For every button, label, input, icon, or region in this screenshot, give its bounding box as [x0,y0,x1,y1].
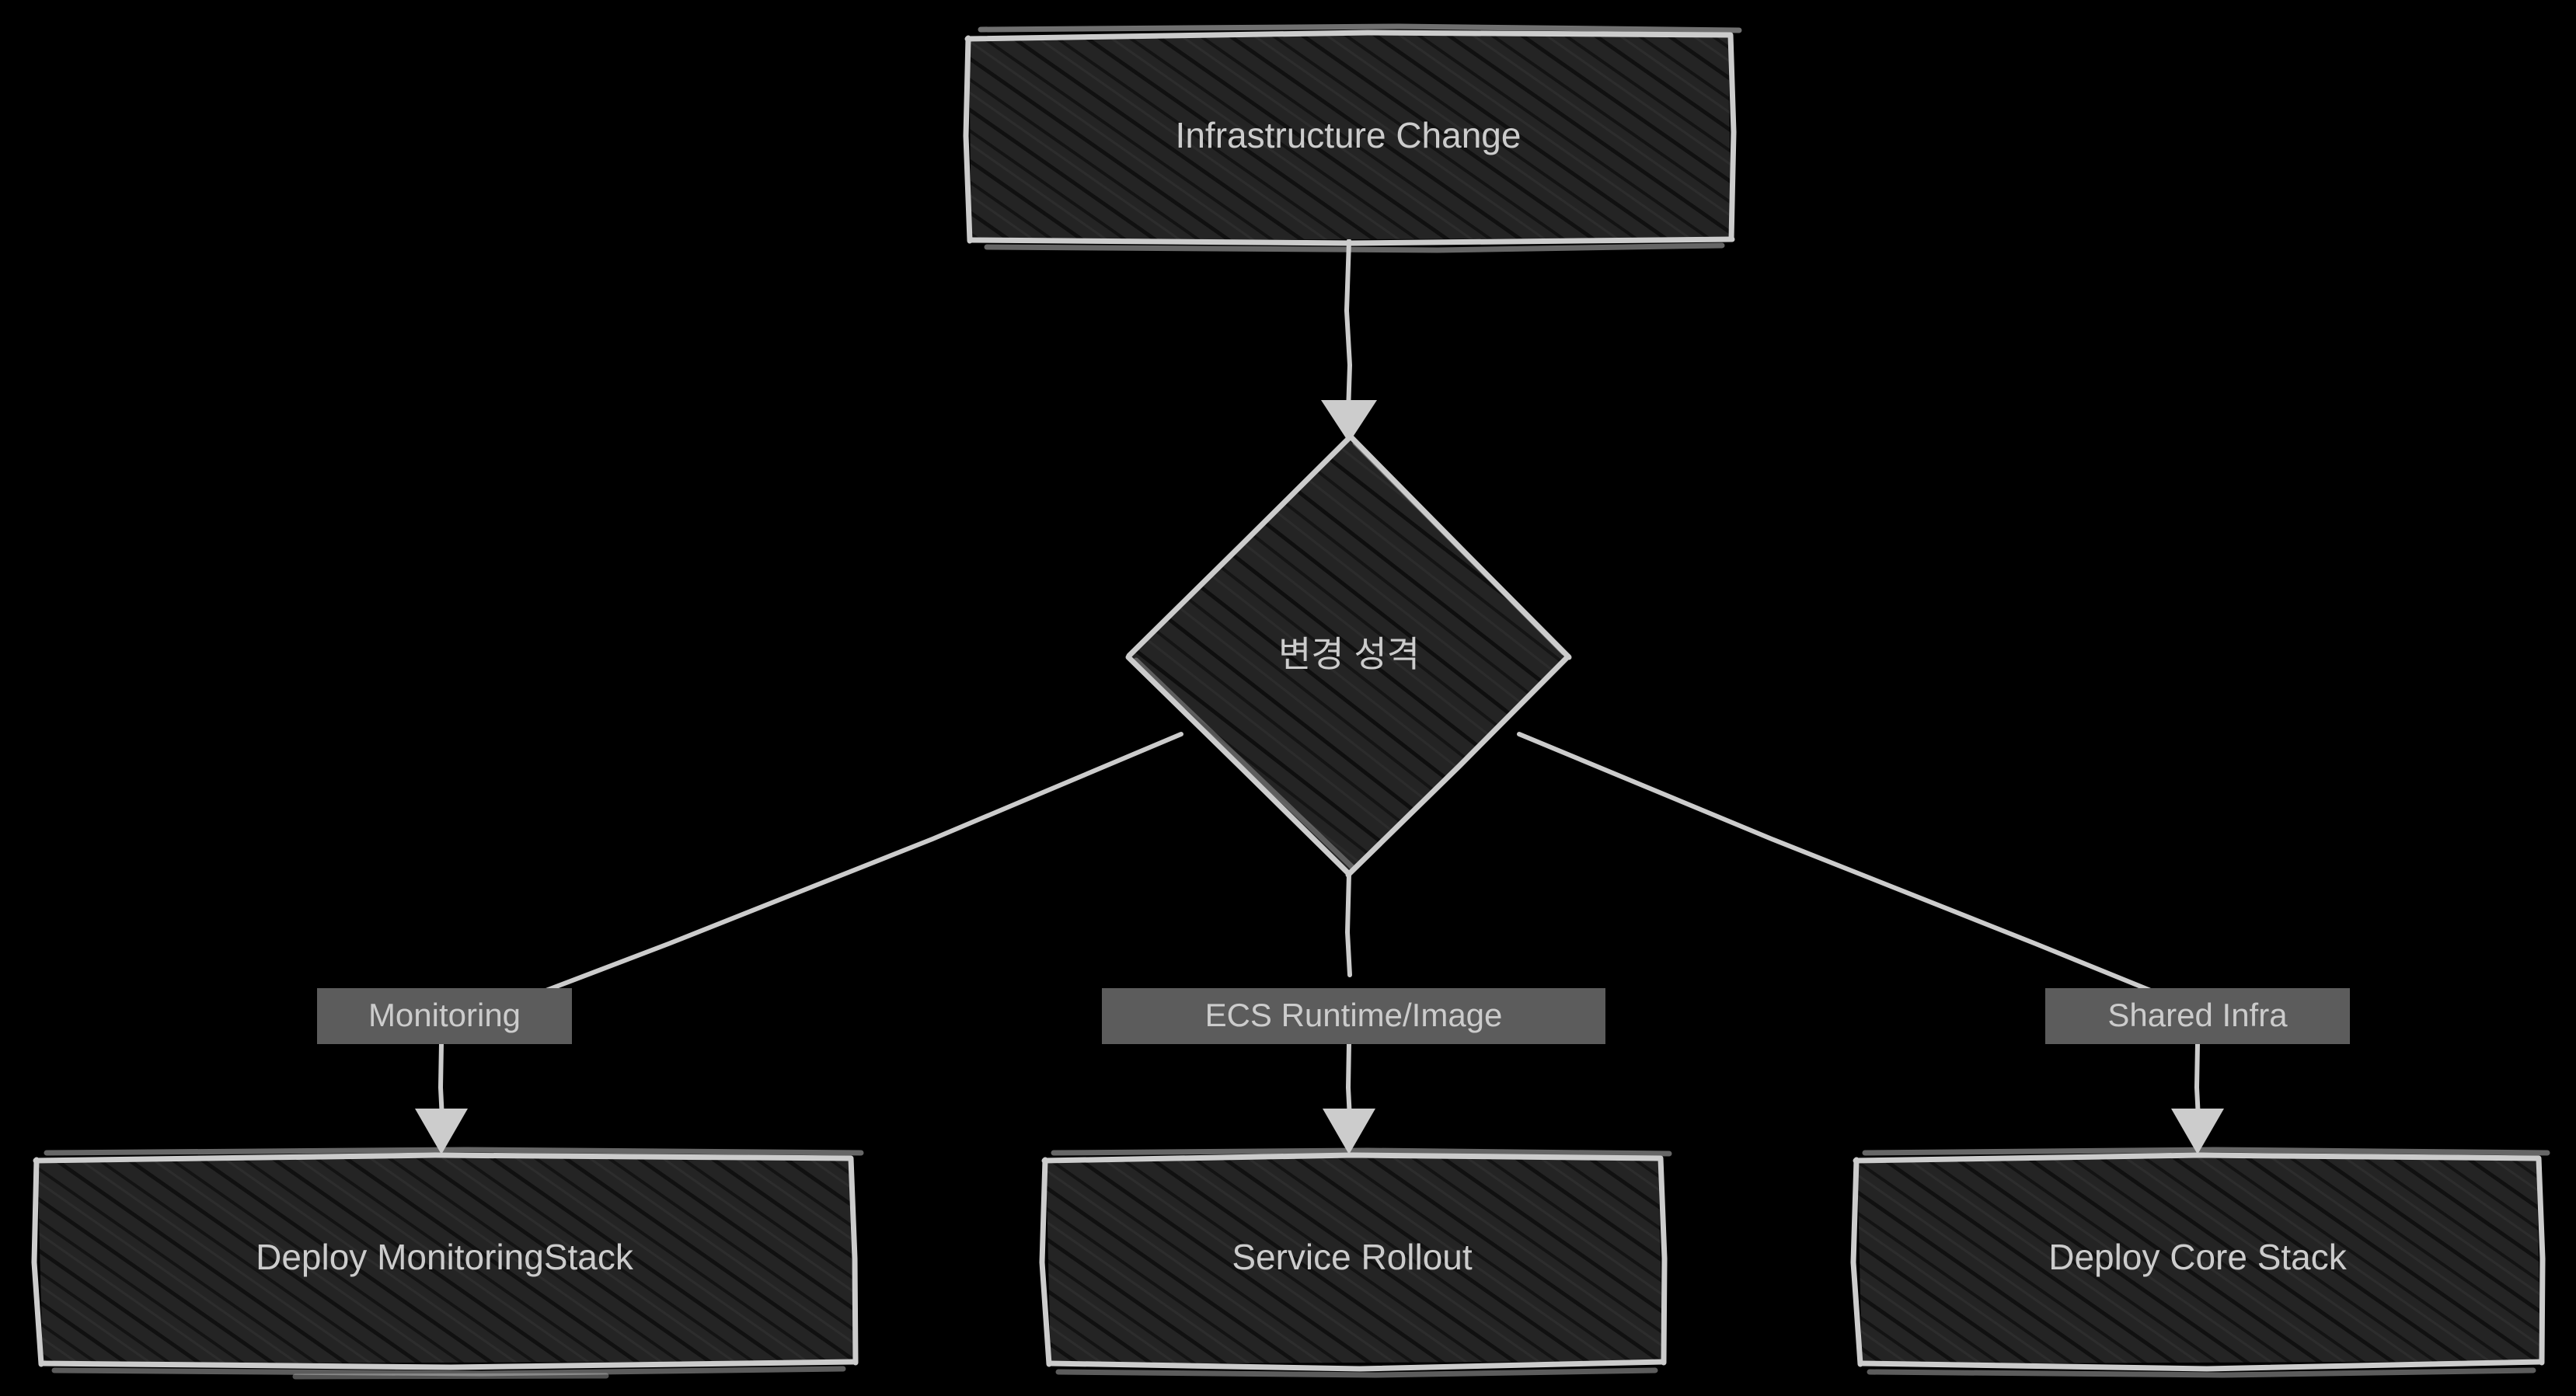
edge-line-3 [1344,872,1352,977]
node-5-label: Deploy Core Stack [2048,1237,2347,1277]
node-4-label: Service Rollout [1232,1237,1473,1277]
edge-line-2 [542,732,1183,994]
node-3-label: Deploy MonitoringStack [256,1237,634,1277]
edge-line-4b [2194,1041,2201,1121]
edge-label-ecs-bg [1102,988,1605,1044]
edge-label-ecs-text: ECS Runtime/Image [1205,997,1503,1033]
edge-label-shared-text: Shared Infra [2107,997,2288,1033]
edge-label-monitoring: Monitoring [317,988,572,1044]
edge-line-1 [1344,238,1353,414]
node-2-label: 변경 성격 [1278,634,1420,674]
edge-change-type-to-deploy-core [1517,732,2224,1154]
node-infrastructure-change[interactable]: Infrastructure Change [963,23,1742,253]
edge-label-ecs-runtime-image: ECS Runtime/Image [1102,988,1605,1044]
arrow-head-2 [415,1109,468,1154]
node-deploy-monitoringstack[interactable]: Deploy MonitoringStack [31,1147,864,1380]
node-deploy-core-stack[interactable]: Deploy Core Stack [1850,1147,2550,1378]
edge-line-4 [1517,732,2155,994]
node-4-fill [1046,1157,1663,1364]
edge-change-type-to-service-rollout [1323,872,1375,1154]
node-3-fill [37,1157,855,1364]
edge-line-3b [1345,1041,1352,1121]
edge-line-2b [437,1041,444,1121]
edge-label-monitoring-bg [317,988,572,1044]
node-1-label: Infrastructure Change [1176,115,1522,155]
arrow-head-1 [1321,400,1377,443]
arrow-head-3 [1323,1109,1375,1154]
arrow-head-4 [2171,1109,2224,1154]
edge-label-monitoring-text: Monitoring [368,997,521,1033]
node-service-rollout[interactable]: Service Rollout [1039,1147,1672,1378]
edge-label-shared-infra: Shared Infra [2045,988,2350,1044]
edge-label-shared-bg [2045,988,2350,1044]
node-1-fill [969,33,1731,241]
node-5-fill [1857,1157,2541,1364]
edge-infra-change-to-change-type [1321,238,1377,443]
edge-change-type-to-deploy-monitoring [415,732,1183,1154]
node-change-type[interactable]: 변경 성격 [1125,433,1572,878]
